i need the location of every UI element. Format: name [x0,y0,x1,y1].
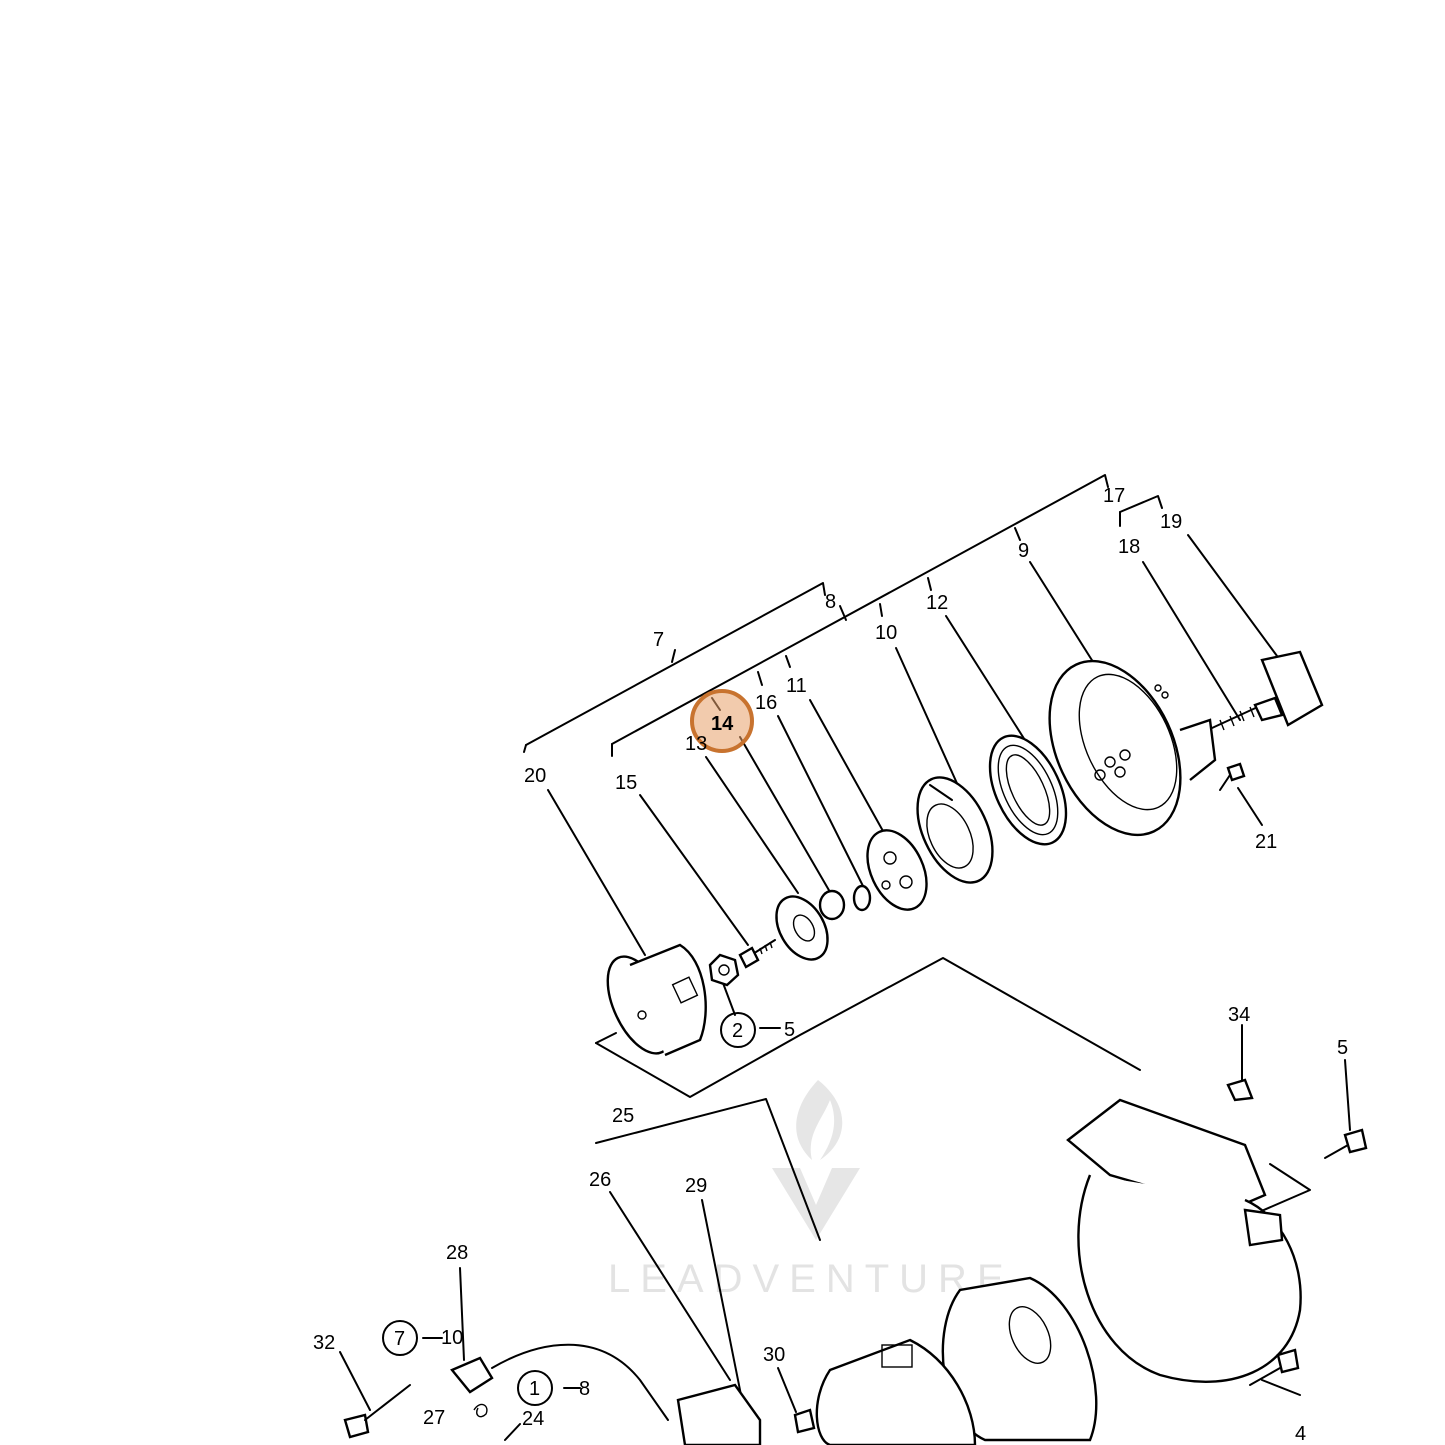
callout-27[interactable]: 27 [423,1407,445,1429]
part-flywheel [941,1276,1098,1442]
part-coil-26 [676,1383,762,1445]
callout-29[interactable]: 29 [685,1175,707,1197]
callout-circle-2[interactable]: 2 [732,1020,743,1042]
part-starter-cup [606,943,707,1057]
part-ring-14 [818,889,846,921]
circle-ref-7 [382,1320,418,1356]
part-bolt-30 [793,1408,816,1434]
part-handle-19 [1253,650,1324,727]
callout-24[interactable]: 24 [522,1408,544,1430]
callout-circle-1[interactable]: 1 [529,1378,540,1400]
callout-26[interactable]: 26 [589,1169,611,1191]
callout-18[interactable]: 18 [1118,536,1140,558]
callout-7[interactable]: 7 [653,629,664,651]
part-case-9 [1048,659,1217,837]
callout-13[interactable]: 13 [685,733,707,755]
part-nut [708,953,740,987]
callout-28[interactable]: 28 [446,1242,468,1264]
callout-25[interactable]: 25 [612,1105,634,1127]
callout-21[interactable]: 21 [1255,831,1277,853]
callout-5[interactable]: 5 [784,1019,795,1041]
callout-8[interactable]: 8 [825,591,836,613]
callout-circle-7[interactable]: 7 [394,1328,405,1350]
callout-8-lower[interactable]: 8 [579,1378,590,1400]
part-fan-shroud [1066,1098,1302,1383]
part-nut-32 [343,1384,411,1439]
callout-30[interactable]: 30 [763,1344,785,1366]
callout-5-right[interactable]: 5 [1337,1037,1348,1059]
callout-17[interactable]: 17 [1103,485,1125,507]
callout-labels: 7 8 17 9 18 19 12 10 11 16 13 14 15 20 2… [313,485,1348,1445]
watermark-logo [772,1080,860,1240]
part-ratchet-11 [866,829,928,911]
part-spring-27 [473,1403,488,1418]
callout-19[interactable]: 19 [1160,511,1182,533]
part-spring-12 [988,734,1068,846]
callout-15[interactable]: 15 [615,772,637,794]
circle-ref-2 [720,1012,756,1048]
part-reel-10 [916,776,994,884]
callout-10[interactable]: 10 [875,622,897,644]
circle-ref-1 [517,1370,553,1406]
callout-20[interactable]: 20 [524,765,546,787]
watermark-text: LEADVENTURE [608,1257,1014,1301]
callout-32[interactable]: 32 [313,1332,335,1354]
part-bolt-15 [738,939,776,969]
callout-11[interactable]: 11 [786,675,807,697]
part-rope-18 [1211,704,1263,731]
part-clip-34 [1226,1078,1254,1102]
part-spark-plug-cap-28 [450,1343,669,1421]
callout-4[interactable]: 4 [1295,1423,1306,1445]
part-bolt-21 [1219,762,1246,791]
callout-14[interactable]: 14 [711,713,734,735]
part-pulley-13 [775,895,829,961]
part-bolt-5 [1324,1128,1368,1159]
callout-34[interactable]: 34 [1228,1004,1250,1026]
callout-12[interactable]: 12 [926,592,948,614]
callout-9[interactable]: 9 [1018,540,1029,562]
part-bolt-4 [1249,1348,1300,1386]
callout-10-lower[interactable]: 10 [441,1327,463,1349]
highlight-marker[interactable] [690,689,754,753]
leader-lines [339,534,1351,1441]
callout-16[interactable]: 16 [755,692,777,714]
part-clip-16 [852,884,872,912]
